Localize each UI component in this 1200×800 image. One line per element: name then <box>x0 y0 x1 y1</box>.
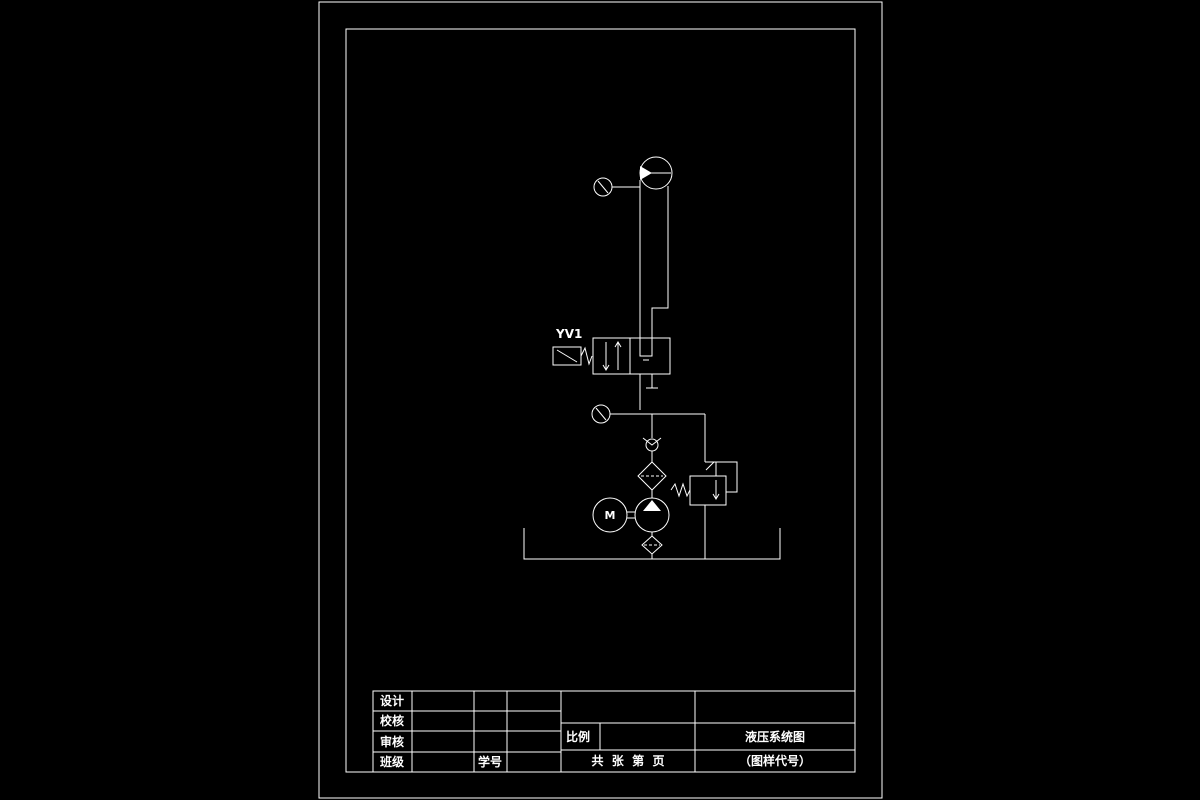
solenoid-label: YV1 <box>555 327 582 341</box>
check-valve-icon <box>642 414 662 462</box>
design-label: 设计 <box>380 693 404 708</box>
hydraulic-motor-icon <box>639 156 673 190</box>
solenoid-directional-valve-icon: YV1 <box>552 321 671 410</box>
outer-border <box>318 1 883 799</box>
hydraulic-pump-icon <box>627 497 670 536</box>
pressure-line-b <box>651 186 669 321</box>
drawing-code-label: （图样代号） <box>739 753 811 768</box>
hydraulic-circuit: YV1 <box>523 156 781 560</box>
check-label: 校核 <box>380 713 404 728</box>
motor-label: M <box>605 509 616 522</box>
class-label: 班级 <box>380 754 404 769</box>
scale-label: 比例 <box>566 729 590 744</box>
pressure-gauge-icon <box>591 404 705 424</box>
relief-valve-icon <box>670 414 738 559</box>
student-no-label: 学号 <box>478 754 502 769</box>
filter-icon <box>641 535 663 559</box>
sheet-count-label: 共 张 第 页 <box>591 753 664 768</box>
valve-spring-icon <box>580 346 593 366</box>
inner-border <box>345 28 856 773</box>
electric-motor-icon: M <box>592 497 628 533</box>
filter-icon <box>637 461 667 498</box>
pressure-gauge-icon <box>593 177 640 197</box>
drawing-title: 液压系统图 <box>745 729 805 744</box>
relief-spring-icon <box>670 482 691 498</box>
title-block: 设计 校核 审核 班级 学号 比例 共 张 第 页 液压系统图 （图样代号） <box>372 690 856 773</box>
review-label: 审核 <box>380 734 404 749</box>
tank-icon <box>523 528 781 560</box>
